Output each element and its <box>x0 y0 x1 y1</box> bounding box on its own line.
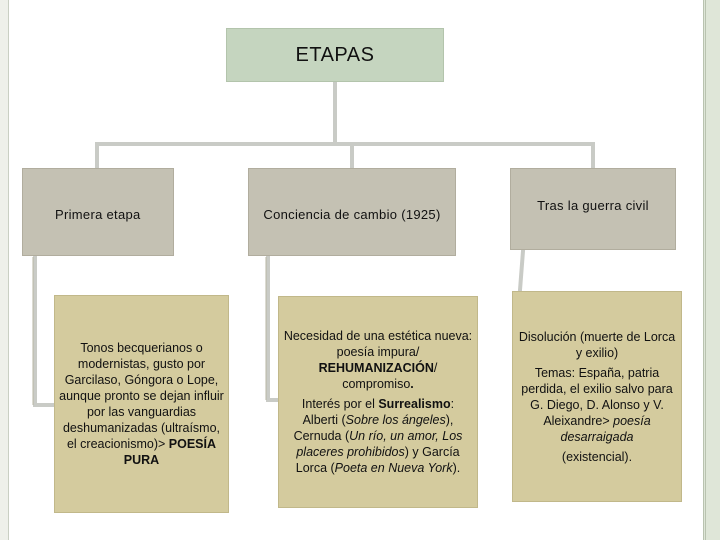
stage-node-primera-etapa: Primera etapa <box>22 168 174 256</box>
detail-paragraph: Interés por el Surrealismo: Alberti (Sob… <box>283 396 473 476</box>
stage-node-tras-la-guerra-civil: Tras la guerra civil <box>510 168 676 250</box>
detail-run: Tonos becquerianos o modernistas, gusto … <box>59 341 224 451</box>
connector-detail-3 <box>517 248 526 293</box>
stage-node-conciencia-de-cambio: Conciencia de cambio (1925) <box>248 168 456 256</box>
slide-frame-right <box>703 0 720 540</box>
detail-text: Necesidad de una estética nueva: poesía … <box>283 328 473 476</box>
detail-run: Disolución (muerte de Lorca y exilio) <box>518 329 676 360</box>
stage-title: Primera etapa <box>55 206 141 222</box>
detail-run: Temas: España, patria perdida, el exilio… <box>521 365 673 428</box>
connector-detail-2 <box>266 255 280 402</box>
connector-detail-1 <box>33 255 56 407</box>
root-node-etapas: ETAPAS <box>226 28 444 82</box>
detail-node-conciencia-de-cambio: Necesidad de una estética nueva: poesía … <box>278 296 478 508</box>
detail-paragraph: (existencial). <box>517 449 677 465</box>
detail-italic-text: poesía desarraigada <box>560 413 651 444</box>
detail-run: : Alberti ( <box>302 397 455 427</box>
detail-paragraph: Necesidad de una estética nueva: poesía … <box>283 328 473 392</box>
detail-text: Tonos becquerianos o modernistas, gusto … <box>59 340 224 468</box>
root-label: ETAPAS <box>295 43 375 66</box>
stage-title: Tras la guerra civil <box>537 197 649 213</box>
detail-italic-text: Poeta en Nueva York <box>334 461 453 475</box>
detail-run: ). <box>452 461 461 475</box>
detail-italic-text: Un río, un amor, Los placeres prohibidos <box>296 429 463 459</box>
detail-paragraph: Temas: España, patria perdida, el exilio… <box>517 365 677 445</box>
detail-run: ), Cernuda ( <box>293 413 454 443</box>
detail-run: / compromiso <box>342 361 438 391</box>
detail-text: Disolución (muerte de Lorca y exilio) Tem… <box>517 329 677 465</box>
detail-bold-text: REHUMANIZACIÓN <box>318 361 434 375</box>
detail-paragraph: Tonos becquerianos o modernistas, gusto … <box>59 340 224 468</box>
slide-frame-left <box>0 0 9 540</box>
detail-run: ) y García Lorca ( <box>295 445 460 475</box>
detail-run: Interés por el <box>301 397 379 411</box>
detail-bold-text: . <box>410 377 414 391</box>
detail-italic-text: Sobre los ángeles <box>345 413 446 427</box>
detail-run: Necesidad de una estética nueva: poesía … <box>283 329 473 359</box>
detail-bold-text: POESÍA PURA <box>123 437 217 467</box>
detail-paragraph: Disolución (muerte de Lorca y exilio) <box>517 329 677 361</box>
detail-node-primera-etapa: Tonos becquerianos o modernistas, gusto … <box>54 295 229 513</box>
stage-title: Conciencia de cambio (1925) <box>263 206 441 222</box>
detail-run: (existencial). <box>561 449 633 464</box>
detail-bold-text: Surrealismo <box>378 397 451 411</box>
detail-node-tras-la-guerra-civil: Disolución (muerte de Lorca y exilio) Tem… <box>512 291 682 502</box>
